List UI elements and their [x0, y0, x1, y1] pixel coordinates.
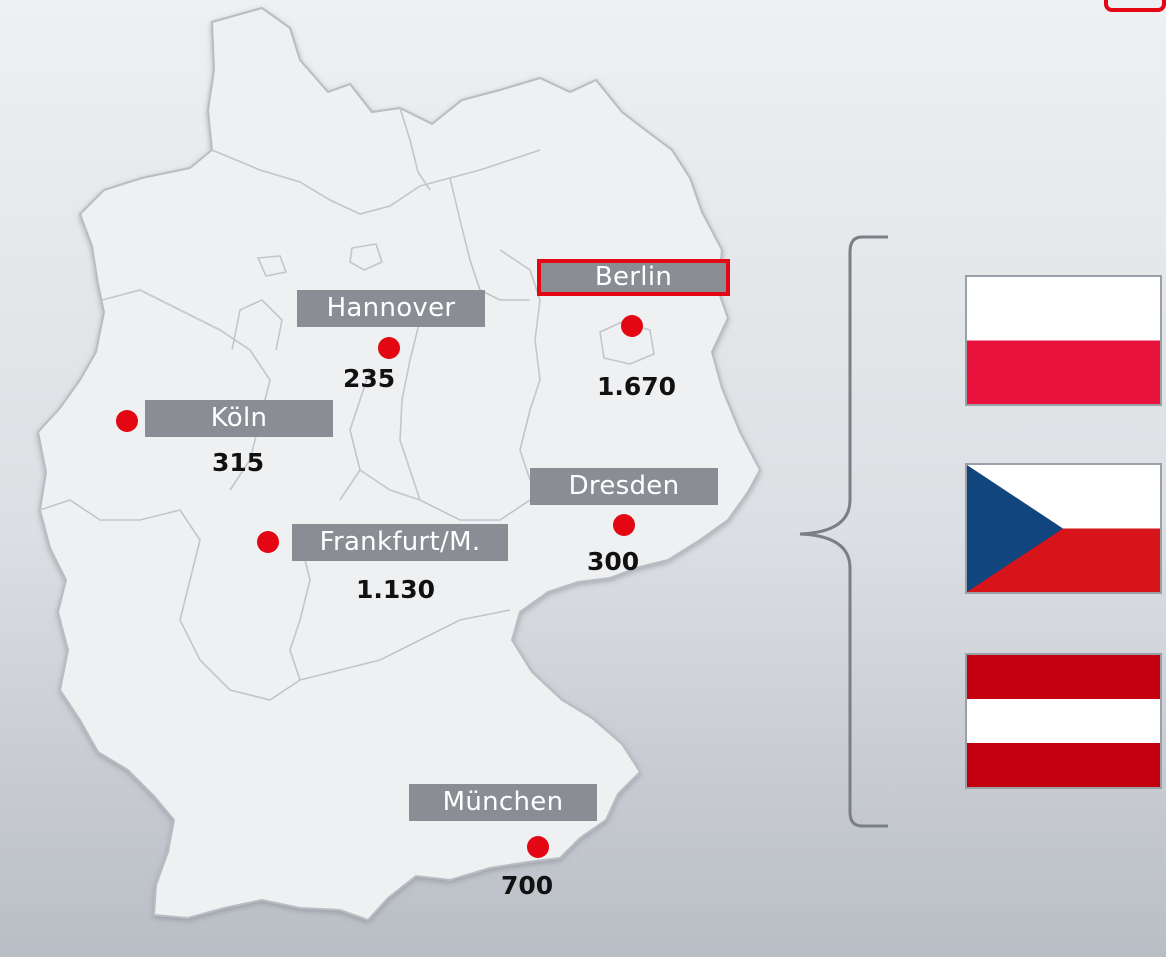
city-value-muenchen: 700 — [501, 871, 554, 900]
czech-flag-graphic — [967, 465, 1160, 592]
bremen-enclave — [256, 255, 288, 277]
austria-flag-graphic — [967, 655, 1160, 787]
city-marker-frankfurt — [257, 531, 279, 553]
city-label-dresden: Dresden — [530, 468, 718, 505]
city-marker-koeln — [116, 410, 138, 432]
city-marker-berlin — [621, 315, 643, 337]
bracket-brace — [799, 235, 888, 828]
city-label-berlin: Berlin — [537, 259, 730, 296]
czech-flag-icon — [965, 463, 1162, 594]
city-value-hannover: 235 — [343, 364, 396, 393]
city-label-hannover: Hannover — [297, 290, 485, 327]
poland-flag-graphic — [967, 277, 1160, 404]
city-value-koeln: 315 — [212, 448, 265, 477]
city-label-muenchen: München — [409, 784, 597, 821]
city-label-frankfurt: Frankfurt/M. — [292, 524, 508, 561]
city-value-berlin: 1.670 — [597, 372, 677, 401]
austria-flag-icon — [965, 653, 1162, 789]
city-marker-hannover — [378, 337, 400, 359]
city-label-koeln: Köln — [145, 400, 333, 437]
poland-flag-icon — [965, 275, 1162, 406]
hamburg-enclave — [349, 243, 383, 271]
city-marker-muenchen — [527, 836, 549, 858]
city-value-frankfurt: 1.130 — [356, 575, 436, 604]
city-marker-dresden — [613, 514, 635, 536]
germany-outline — [36, 6, 762, 922]
corner-marker — [1104, 0, 1166, 12]
city-value-dresden: 300 — [587, 547, 640, 576]
